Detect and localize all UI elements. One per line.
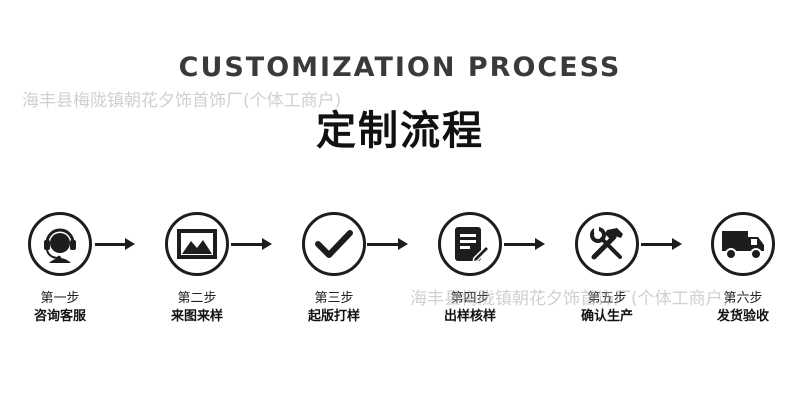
step-name: 发货验收 xyxy=(716,309,769,324)
picture-image-icon xyxy=(177,229,217,259)
watermark-text: 海丰县梅陇镇朝花夕饰首饰厂(个体工商户) xyxy=(410,289,730,309)
connector-line xyxy=(504,243,537,246)
step-6-circle xyxy=(711,212,775,276)
arrow-right-icon xyxy=(398,238,408,250)
step-2-label: 第二步 来图来样 xyxy=(147,290,247,326)
step-number: 第五步 xyxy=(587,291,627,306)
connector-line xyxy=(367,243,400,246)
step-name: 出样核样 xyxy=(443,309,496,324)
connector-line xyxy=(641,243,674,246)
headset-support-icon xyxy=(44,228,76,263)
connector-line xyxy=(231,243,264,246)
step-number: 第六步 xyxy=(723,291,763,306)
step-4-circle xyxy=(438,212,502,276)
step-number: 第三步 xyxy=(314,291,354,306)
arrow-right-icon xyxy=(672,238,682,250)
step-2-circle xyxy=(165,212,229,276)
step-1-circle xyxy=(28,212,92,276)
step-6-label: 第六步 发货验收 xyxy=(693,290,793,326)
step-name: 起版打样 xyxy=(307,309,360,324)
connector-line xyxy=(95,243,127,246)
title-english: CUSTOMIZATION PROCESS xyxy=(178,52,622,83)
step-4-label: 第四步 出样核样 xyxy=(420,290,520,326)
step-name: 确认生产 xyxy=(580,309,633,324)
step-name: 来图来样 xyxy=(170,309,223,324)
checkmark-icon xyxy=(315,230,353,258)
watermark-text: 海丰县梅陇镇朝花夕饰首饰厂(个体工商户) xyxy=(22,91,342,111)
step-number: 第四步 xyxy=(450,291,490,306)
arrow-right-icon xyxy=(125,238,135,250)
arrow-right-icon xyxy=(262,238,272,250)
step-number: 第一步 xyxy=(40,291,80,306)
step-1-label: 第一步 咨询客服 xyxy=(10,290,110,326)
step-number: 第二步 xyxy=(177,291,217,306)
step-3-label: 第三步 起版打样 xyxy=(284,290,384,326)
arrow-right-icon xyxy=(535,238,545,250)
document-edit-icon xyxy=(455,227,490,264)
step-name: 咨询客服 xyxy=(33,309,86,324)
hammer-wrench-tools-icon xyxy=(590,227,623,260)
step-5-label: 第五步 确认生产 xyxy=(557,290,657,326)
title-chinese: 定制流程 xyxy=(316,108,484,154)
step-3-circle xyxy=(302,212,366,276)
step-5-circle xyxy=(575,212,639,276)
delivery-truck-icon xyxy=(722,231,764,260)
